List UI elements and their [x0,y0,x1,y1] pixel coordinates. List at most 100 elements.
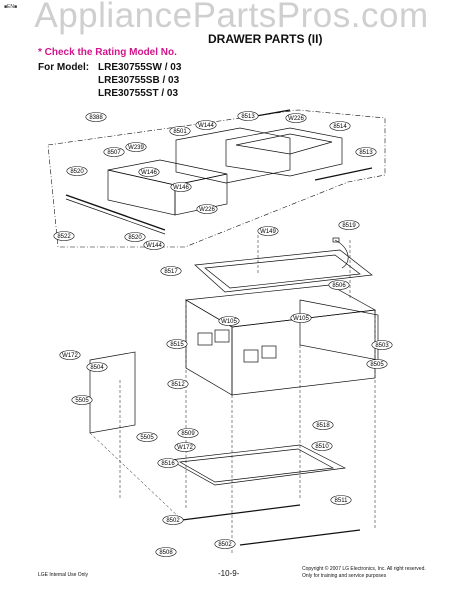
right-side-panel [299,299,379,361]
part-callout-bubble [136,432,158,442]
part-callout-bubble [195,120,217,130]
part-number-label: 8502 [218,542,232,548]
drawer-bottom-pan [168,444,347,486]
part-number-label: 8509 [181,431,195,437]
part-callout: W146 [170,182,192,192]
part-callout: W226 [285,113,307,123]
part-callout-bubble [167,379,189,389]
part-callout-bubble [329,121,351,131]
part-callout: 8520 [124,232,146,242]
part-callout-bubble [166,339,188,349]
part-callout-bubble [138,167,160,177]
part-callout: W144 [143,240,165,250]
model-number: LRE30755SW / 03 [98,62,182,73]
part-callout: W172 [174,442,196,452]
drawer-handle [65,194,166,231]
part-callout: 8512 [167,379,189,389]
part-number-label: W172 [177,445,193,451]
part-number-label: 8502 [166,518,180,524]
part-callout: 8520 [66,166,88,176]
part-number-label: 8501 [173,129,187,135]
drawer-front-panel [107,169,176,216]
part-number-label: 8504 [90,365,104,371]
part-callout: 8502 [162,515,184,525]
part-callout: 8509 [177,428,199,438]
part-callout-bubble [170,182,192,192]
part-callout-bubble [257,226,279,236]
part-callout: 8514 [329,121,351,131]
part-callout-bubble [237,111,259,121]
part-number-label: 8506 [332,283,346,289]
drawer-frame-top [194,249,373,293]
part-callout: 8507 [103,147,125,157]
part-number-label: W172 [62,353,78,359]
corner-mark: ■EN■ [4,4,17,10]
part-number-label: 8512 [171,382,185,388]
part-callout-bubble [143,240,165,250]
drawer-rail-side [314,167,373,181]
model-number: LRE30755SB / 03 [98,75,180,86]
part-callout-bubble [85,112,107,122]
part-callout-bubble [338,220,360,230]
part-callout-bubble [330,495,352,505]
part-callout: 8517 [160,266,182,276]
copyright-line: Only for training and service purposes [302,573,387,579]
part-number-label: W105 [293,316,309,322]
part-number-label: W226 [199,207,215,213]
part-callout-bubble [169,126,191,136]
part-callout: 8508 [155,547,177,557]
part-callout-bubble [71,395,93,405]
part-callout-bubble [59,350,81,360]
drawer-assembly-boundary [47,109,386,248]
copyright-line: Copyright © 2007 LG Electronics, Inc. Al… [302,566,426,572]
part-callout-bubble [160,266,182,276]
lower-rail-right [239,529,361,546]
part-number-label: 8518 [316,423,330,429]
part-callout: 8506 [328,280,350,290]
part-callout: 8502 [214,539,236,549]
part-callout-bubble [86,362,108,372]
part-callout: 8504 [86,362,108,372]
drawer-tray [225,127,343,177]
part-callout-bubble [162,515,184,525]
part-callout-bubble [312,420,334,430]
part-callout-bubble [355,147,377,157]
part-callout: W239 [125,142,147,152]
part-callout: 8388 [85,112,107,122]
part-callout-bubble [125,142,147,152]
page-number: -10-9- [218,569,240,578]
part-number-label: 8514 [333,124,347,130]
part-callout: 8510 [311,441,333,451]
part-number-label: 8516 [161,461,175,467]
part-number-label: 8520 [70,169,84,175]
part-callout: 8503 [371,340,393,350]
part-callout-bubble [371,340,393,350]
part-callout-bubble [328,280,350,290]
part-callout-bubble [157,458,179,468]
part-callout: W144 [195,120,217,130]
model-prefix: For Model: [38,62,90,73]
watermark: AppliancePartsPros.com [34,0,429,35]
part-callout-bubble [66,166,88,176]
part-callout: 8516 [157,458,179,468]
part-number-label: 8513 [241,114,255,120]
part-number-label: W144 [198,123,214,129]
part-number-label: 8522 [57,234,71,240]
part-callout-bubble [196,204,218,214]
part-callout-bubble [155,547,177,557]
part-number-label: 8510 [315,444,329,450]
internal-use-note: LGE Internal Use Only [38,572,89,578]
rating-notice: * Check the Rating Model No. [38,47,177,58]
part-number-label: 8520 [128,235,142,241]
part-number-label: 8508 [159,550,173,556]
part-number-label: 8511 [335,498,349,504]
part-number-label: 8517 [164,269,178,275]
part-callout: W172 [59,350,81,360]
part-number-label: 8503 [375,343,389,349]
part-number-label: 8388 [89,115,103,121]
part-callout: W226 [196,204,218,214]
part-number-label: W105 [221,319,237,325]
copyright-note: Copyright © 2007 LG Electronics, Inc. Al… [302,566,426,580]
part-callout: 5505 [136,432,158,442]
